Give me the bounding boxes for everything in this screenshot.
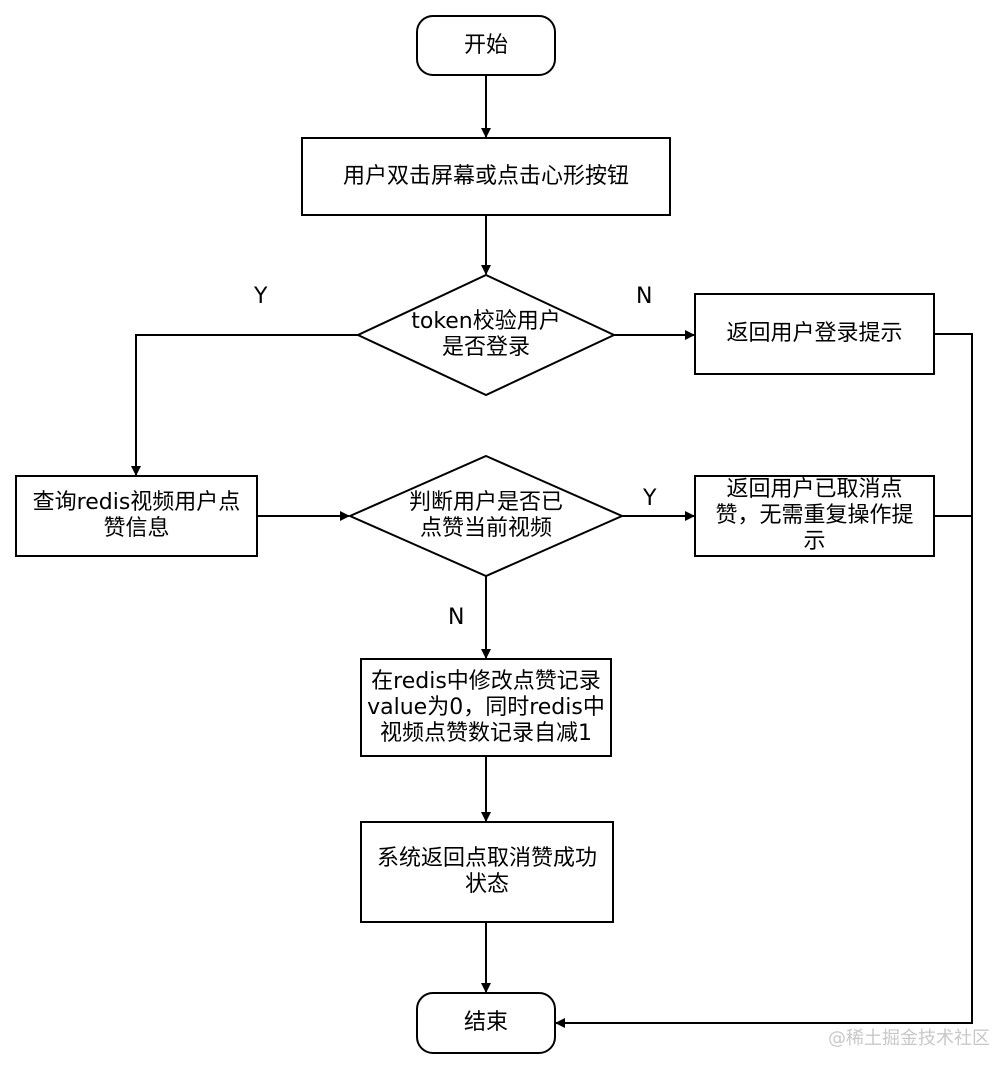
already-canceled-box — [694, 475, 935, 557]
login-yes-label: Y — [254, 284, 268, 309]
edge-login-tip-to-end — [555, 333, 973, 1028]
login-no-label: N — [636, 284, 653, 309]
edge-login-yes — [131, 334, 358, 476]
query-redis-box — [15, 475, 258, 557]
modify-redis-label: 在redis中修改点赞记录 value为0，同时redis中 视频点赞数记录自减… — [367, 668, 605, 746]
start-label: 开始 — [463, 32, 508, 58]
user-action-box — [301, 137, 671, 216]
check-login-label: token校验用户 是否登录 — [411, 309, 561, 360]
check-liked-label: 判断用户是否已 点赞当前视频 — [408, 490, 563, 541]
return-status-box — [360, 821, 614, 923]
user-action-label: 用户双击屏幕或点击心形按钮 — [342, 163, 629, 189]
end-label: 结束 — [463, 1010, 508, 1035]
modify-redis-box — [360, 658, 612, 757]
check-login-decision — [355, 273, 617, 397]
return-status-label: 系统返回点取消赞成功 状态 — [376, 846, 597, 897]
login-tip-label: 返回用户登录提示 — [726, 321, 903, 346]
query-redis-label: 查询redis视频用户点 赞信息 — [32, 490, 241, 541]
liked-no-label: N — [448, 605, 465, 630]
already-canceled-label: 返回用户已取消点 赞，无需重复操作提 示 — [715, 477, 914, 554]
watermark-text: @稀土掘金技术社区 — [828, 1028, 990, 1049]
liked-yes-label: Y — [643, 486, 657, 511]
